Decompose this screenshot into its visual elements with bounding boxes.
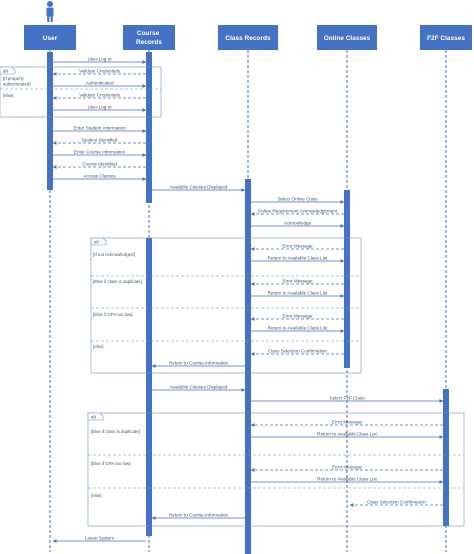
participant-f2f-classes: F2F Classes: [420, 25, 472, 50]
message-30: Return to Course Information: [151, 513, 245, 520]
message-15: Error Message: [250, 244, 344, 251]
message-label: Access Classes: [83, 174, 116, 179]
message-28: Return to Available Class List: [251, 477, 444, 484]
message-3: Authenticated: [53, 81, 147, 88]
message-14: Acknowledge: [251, 221, 345, 228]
message-27: Error Message: [250, 465, 443, 472]
activation-class-records: [245, 179, 251, 554]
alt-operator-label: alt: [3, 69, 9, 74]
message-label: Return to Available Class List: [268, 291, 328, 296]
message-9: Course Identified: [52, 162, 146, 169]
participant-user-label: User: [43, 35, 58, 42]
guard-label: [else]: [91, 493, 102, 498]
alt-operator-label: alt: [94, 240, 100, 245]
message-label: Available Classes Displayed: [170, 185, 228, 190]
message-label: Return to Available Class List: [268, 256, 328, 261]
message-10: Access Classes: [53, 174, 147, 181]
message-label: Return to Course Information: [169, 513, 229, 518]
message-22: Return to Course Information: [151, 361, 245, 368]
message-18: Return to Available Class List: [251, 291, 345, 298]
message-26: Return to Available Class List: [251, 432, 444, 439]
message-21: Class Selection Confirmation: [250, 349, 344, 356]
message-6: Enter Student Information: [53, 126, 147, 133]
message-16: Return to Available Class List: [251, 256, 345, 263]
message-label: Error Message: [282, 314, 313, 319]
message-label: Class Selection Confirmation: [367, 500, 426, 505]
guard-label: [Else if class is duplicate]: [91, 429, 140, 434]
message-label: Select Online Class: [277, 197, 318, 202]
alt-operator-label: alt: [91, 415, 97, 420]
alt-fragment-online-selection: alt [If not Acknowledged] [Else if class…: [90, 237, 362, 374]
message-13: Online Requirement Acknowledgement: [250, 209, 344, 216]
guard-label: [If not Acknowledged]: [93, 252, 135, 257]
message-label: Error Message: [282, 244, 313, 249]
message-17: Error Message: [250, 279, 344, 286]
message-label: Return to Available Class List: [268, 326, 328, 331]
activation-online-classes: [344, 190, 350, 368]
message-29: Class Selection Confirmation: [349, 500, 443, 507]
message-label: Available Classes Displayed: [170, 385, 228, 390]
participant-class-records: Class Records: [218, 25, 278, 50]
message-20: Return to Available Class List: [251, 326, 345, 333]
message-12: Select Online Class: [251, 197, 345, 204]
message-label: Enter Course Information: [74, 150, 126, 155]
message-label: Leave System: [85, 536, 114, 541]
participant-class-records-label: Class Records: [225, 35, 271, 42]
message-8: Enter Course Information: [53, 150, 147, 157]
message-5: User Log In: [53, 105, 147, 112]
message-label: Validate Credentials: [79, 69, 120, 74]
message-label: Class Selection Confirmation: [268, 349, 327, 354]
message-label: Student Identified: [82, 138, 118, 143]
activation-course-records-1: [146, 52, 152, 203]
activation-user: [47, 52, 53, 190]
message-label: User Log In: [88, 105, 112, 110]
message-7: Student Identified: [52, 138, 146, 145]
message-label: Return to Available Class List: [317, 477, 377, 482]
activation-course-records-2: [146, 238, 152, 536]
guard-label: [Else if class is duplicate]: [93, 279, 142, 284]
message-label: Acknowledge: [284, 221, 312, 226]
user-actor-icon: [46, 1, 54, 22]
alt-fragment-f2f-selection: alt [Else if class is duplicate] [Else i…: [87, 412, 465, 527]
message-23: Available Classes Displayed: [152, 385, 246, 392]
participant-user: User: [24, 25, 76, 50]
message-label: Authenticated: [85, 81, 114, 86]
activation-f2f-classes: [443, 389, 449, 526]
guard-label: [else]: [93, 344, 104, 349]
message-11: Available Classes Displayed: [152, 185, 246, 192]
guard-label: [Else if GPA too low]: [93, 312, 132, 317]
message-label: Select F2F Class: [330, 396, 366, 401]
participant-f2f-classes-label: F2F Classes: [427, 35, 465, 42]
message-label: Return to Available Class List: [317, 432, 377, 437]
message-label: Online Requirement Acknowledgement: [258, 209, 338, 214]
guard-label: [Else if GPA too low]: [91, 461, 130, 466]
message-25: Error Message: [250, 420, 443, 427]
message-label: Enter Student Information: [73, 126, 126, 131]
participant-online-classes-label: Online Classes: [324, 35, 371, 42]
guard-label: [else]: [3, 93, 14, 98]
message-label: User Log In: [88, 57, 112, 62]
message-label: Validate Credentials: [79, 93, 120, 98]
message-24: Select F2F Class: [251, 396, 444, 403]
message-label: Course Identified: [82, 162, 117, 167]
participant-course-records-label: Course Records: [136, 30, 162, 46]
message-31: Leave System: [52, 536, 146, 543]
message-4: Validate Credentials: [52, 93, 146, 100]
message-2: Validate Credentials: [52, 69, 146, 76]
message-label: Return to Course Information: [169, 361, 229, 366]
participant-course-records: Course Records: [123, 25, 175, 50]
message-label: Error Message: [332, 465, 363, 470]
message-19: Error Message: [250, 314, 344, 321]
message-label: Error Message: [282, 279, 313, 284]
message-label: Error Message: [332, 420, 363, 425]
message-1: User Log In: [53, 57, 147, 64]
participant-online-classes: Online Classes: [317, 25, 377, 50]
